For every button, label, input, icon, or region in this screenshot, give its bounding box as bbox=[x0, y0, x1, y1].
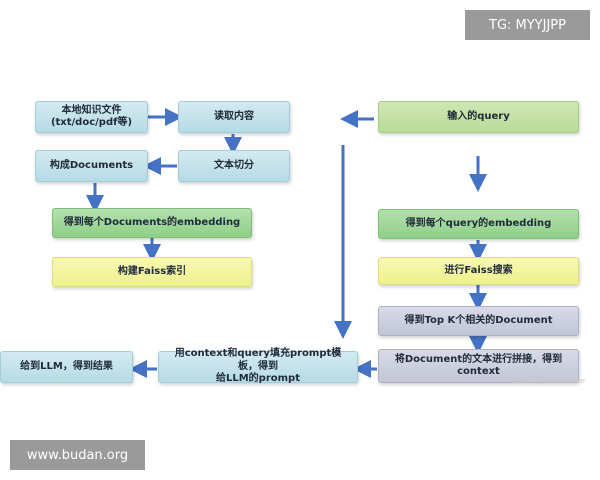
node-text-split: 文本切分 bbox=[178, 150, 290, 182]
node-doc-embedding: 得到每个Documents的embedding bbox=[52, 208, 252, 238]
node-build-faiss: 构建Faiss索引 bbox=[52, 257, 252, 287]
tg-watermark: TG: MYYJJPP bbox=[465, 10, 590, 40]
node-llm-result: 给到LLM，得到结果 bbox=[0, 351, 133, 383]
node-read-content: 读取内容 bbox=[178, 101, 290, 133]
site-watermark: www.budan.org bbox=[10, 440, 145, 470]
node-concat-context: 将Document的文本进行拼接，得到 context bbox=[378, 349, 579, 383]
node-fill-prompt: 用context和query填充prompt模板，得到 给LLM的prompt bbox=[158, 348, 358, 384]
node-local-files: 本地知识文件 (txt/doc/pdf等) bbox=[35, 101, 148, 133]
node-faiss-search: 进行Faiss搜索 bbox=[378, 257, 579, 285]
node-build-documents: 构成Documents bbox=[35, 150, 148, 182]
node-query-embedding: 得到每个query的embedding bbox=[378, 209, 579, 239]
node-top-k: 得到Top K个相关的Document bbox=[378, 306, 579, 336]
csdn-watermark: CSDN @kdvsunshine bbox=[512, 377, 586, 385]
node-input-query: 输入的query bbox=[378, 101, 579, 133]
